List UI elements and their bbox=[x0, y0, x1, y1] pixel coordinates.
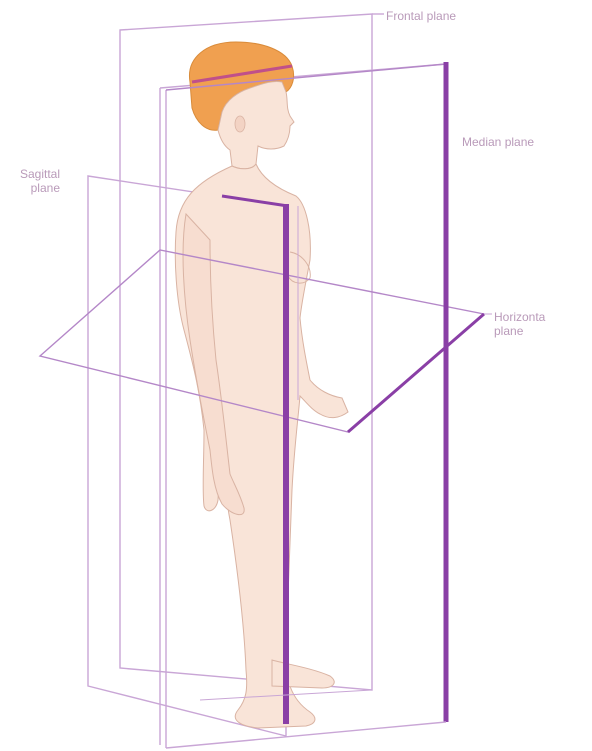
ear bbox=[235, 116, 245, 132]
horizontal-label-line2: plane bbox=[494, 324, 545, 338]
median-plane-label: Median plane bbox=[462, 135, 534, 149]
sagittal-label-line1: Sagittal bbox=[6, 167, 60, 181]
foot bbox=[272, 660, 334, 688]
sagittal-plane-label: Sagittal plane bbox=[6, 167, 60, 195]
frontal-plane-label: Frontal plane bbox=[386, 9, 456, 23]
human-figure bbox=[175, 42, 348, 728]
horizontal-plane-label: Horizonta plane bbox=[494, 310, 545, 338]
horizontal-label-line1: Horizonta bbox=[494, 310, 545, 324]
sagittal-label-line2: plane bbox=[6, 181, 60, 195]
